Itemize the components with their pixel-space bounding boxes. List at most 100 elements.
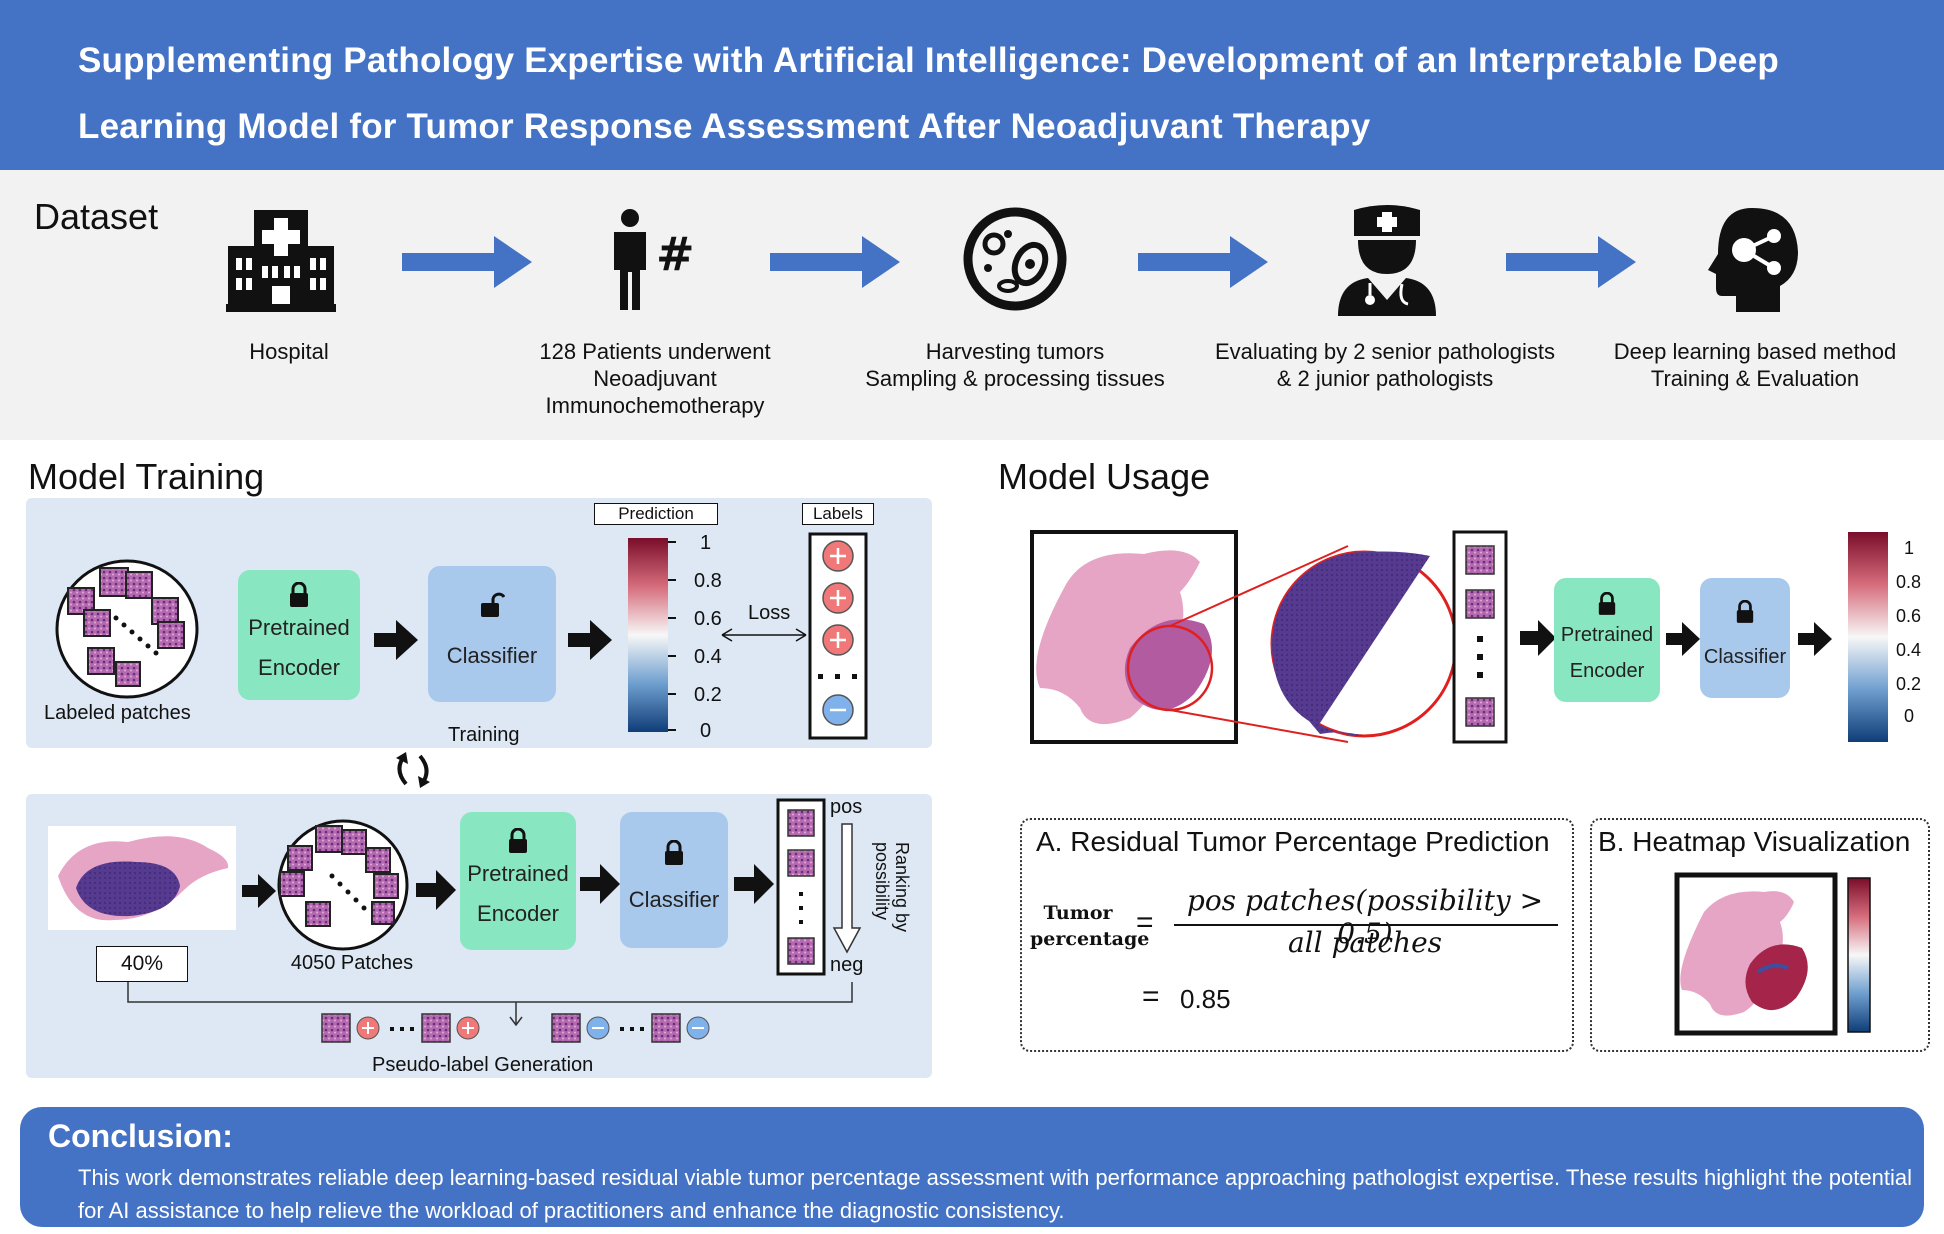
arrow-right-icon (568, 620, 612, 660)
arrow-right-icon (242, 874, 276, 908)
page-title: Supplementing Pathology Expertise with A… (78, 28, 1898, 160)
arrow-right-icon (734, 864, 774, 904)
formula-denominator: all patches (1287, 926, 1443, 959)
arrow-right-icon (580, 864, 620, 904)
usage-colorbar-tick: 0.6 (1896, 606, 1922, 626)
labeled-patches-circle (55, 559, 199, 699)
classifier-label: Classifier (446, 643, 538, 668)
cycle-arrows-icon (396, 752, 430, 788)
usage-classifier-block: Classifier (1700, 578, 1790, 698)
percent-box: 40% (96, 946, 188, 982)
pretrained-encoder-block-2: Pretrained Encoder (460, 812, 576, 950)
lock-icon (1597, 591, 1617, 617)
bracket-line (127, 982, 853, 1027)
encoder-label-line2: Encoder (258, 655, 340, 680)
conclusion-text: This work demonstrates reliable deep lea… (78, 1165, 1912, 1223)
wsi-zoom-illustration (1030, 530, 1458, 744)
caption-line: Evaluating by 2 senior pathologists (1215, 339, 1555, 364)
hospital-icon (226, 210, 336, 312)
arrow-right-icon (416, 870, 456, 910)
unlock-icon (479, 592, 506, 618)
fraction-bar (1174, 924, 1558, 926)
patches-circle (277, 819, 409, 951)
pseudo-label-row (321, 1013, 710, 1043)
loss-label: Loss (748, 602, 791, 624)
equals-sign-2: = (1142, 980, 1160, 1013)
dataset-step-1-caption: Hospital (189, 338, 389, 365)
arrow-right-icon (1520, 620, 1556, 656)
classifier-block-2: Classifier (620, 812, 728, 948)
dataset-heading: Dataset (34, 196, 159, 237)
doctor-icon (1338, 205, 1436, 316)
equals-sign: = (1136, 906, 1154, 939)
caption-line: & 2 junior pathologists (1276, 366, 1494, 391)
labels-label: Labels (802, 503, 874, 525)
pretrained-encoder-block: Pretrained Encoder (238, 570, 360, 700)
flow-arrow-1-icon (402, 236, 532, 288)
classifier-label: Classifier (1703, 645, 1787, 668)
labels-column (808, 532, 868, 740)
ranking-label: Ranking by possibility (872, 842, 912, 933)
colorbar-tick: 1 (700, 532, 712, 554)
arrow-right-icon (1798, 622, 1832, 656)
usage-encoder-block: Pretrained Encoder (1554, 578, 1660, 702)
classifier-block: Classifier (428, 566, 556, 702)
caption-line: Sampling & processing tissues (865, 366, 1165, 391)
encoder-label-line2: Encoder (1569, 659, 1645, 682)
prediction-label: Prediction (594, 503, 718, 525)
dataset-step-2-caption: 128 Patients underwent Neoadjuvant Immun… (495, 338, 815, 419)
flow-arrow-2-icon (770, 236, 900, 288)
caption-line: Neoadjuvant (593, 366, 717, 391)
colorbar-tick: 0 (700, 720, 712, 742)
usage-patches-column (1452, 530, 1508, 744)
caption-line: 128 Patients underwent (539, 339, 771, 364)
arrow-right-icon (374, 620, 418, 660)
colorbar-tick: 0.2 (694, 684, 722, 706)
heatmap-thumbnail (1674, 872, 1838, 1036)
model-training-heading: Model Training (28, 456, 265, 497)
labeled-patches-label: Labeled patches (44, 702, 191, 724)
lock-icon (288, 581, 310, 608)
usage-colorbar-tick: 0 (1904, 706, 1915, 726)
lock-icon (663, 839, 685, 866)
brain-head-icon (1708, 208, 1798, 312)
caption-line: Training & Evaluation (1650, 366, 1860, 391)
residual-prediction-box (1020, 818, 1574, 1052)
lock-icon (507, 827, 529, 854)
usage-colorbar-tick: 0.4 (1896, 640, 1922, 660)
double-arrow-icon (721, 628, 807, 642)
cells-icon (963, 207, 1067, 311)
training-label: Training (448, 724, 520, 746)
patient-count-icon: # (614, 209, 694, 310)
colorbar-tick: 0.4 (694, 646, 722, 668)
title-banner (0, 0, 1944, 170)
neg-label: neg (830, 954, 864, 976)
encoder-label-line2: Encoder (477, 901, 559, 926)
pseudo-label-generation: Pseudo-label Generation (372, 1054, 594, 1076)
arrow-right-icon (1666, 622, 1700, 656)
usage-colorbar-tick: 1 (1904, 538, 1915, 558)
result-value: 0.85 (1180, 984, 1231, 1014)
lock-icon (1735, 599, 1755, 625)
formula-numerator: pos patches(possibility > 0.5) (1186, 884, 1544, 950)
model-usage-heading: Model Usage (998, 456, 1211, 497)
encoder-label-line1: Pretrained (248, 615, 350, 640)
pos-label: pos (830, 796, 863, 818)
caption-line: Deep learning based method (1613, 339, 1897, 364)
flow-arrow-4-icon (1506, 236, 1636, 288)
lhs-line: Tumor (1043, 902, 1113, 924)
colorbar-tick: 0.8 (694, 570, 722, 592)
svg-text:#: # (656, 227, 694, 281)
colorbar-tick: 0.6 (694, 608, 722, 630)
encoder-label-line1: Pretrained (467, 861, 569, 886)
title-line-2: Learning Model for Tumor Response Assess… (78, 107, 1371, 146)
usage-colorbar-tick: 0.2 (1896, 674, 1922, 694)
heatmap-heading: B. Heatmap Visualization (1598, 826, 1911, 857)
conclusion-heading: Conclusion: (48, 1118, 233, 1154)
title-line-1: Supplementing Pathology Expertise with A… (78, 41, 1779, 80)
caption-line: Immunochemotherapy (545, 393, 765, 418)
ranking-arrow-icon (832, 823, 862, 954)
flow-arrow-3-icon (1138, 236, 1268, 288)
classifier-label: Classifier (628, 887, 720, 912)
slide-thumbnail (48, 826, 236, 930)
